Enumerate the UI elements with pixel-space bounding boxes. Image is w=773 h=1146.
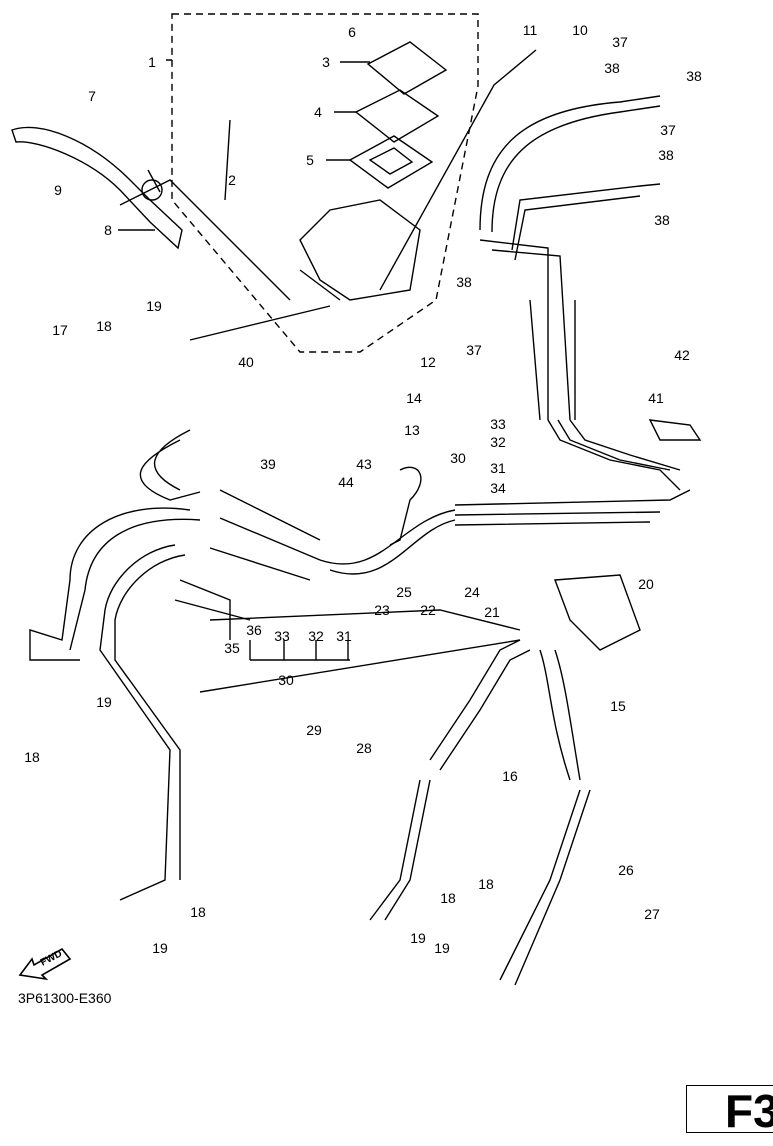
part-label: 1 xyxy=(148,54,156,70)
part-label: 21 xyxy=(484,604,500,620)
part-label: 30 xyxy=(450,450,466,466)
part-label: 30 xyxy=(278,672,294,688)
clamp-43 xyxy=(389,466,422,546)
part-label: 27 xyxy=(644,906,660,922)
brake-hose-left xyxy=(29,429,201,901)
part-label: 38 xyxy=(658,147,674,163)
part-label: 33 xyxy=(490,416,506,432)
part-label: 33 xyxy=(274,628,290,644)
part-label: 20 xyxy=(638,576,654,592)
fwd-arrow-icon: FWD xyxy=(18,945,74,986)
part-label: 22 xyxy=(420,602,436,618)
brake-lever xyxy=(11,126,183,250)
part-label: 38 xyxy=(604,60,620,76)
reservoir-cap xyxy=(366,41,448,95)
part-label: 36 xyxy=(246,622,262,638)
part-label: 19 xyxy=(410,930,426,946)
part-label: 17 xyxy=(52,322,68,338)
part-label: 15 xyxy=(610,698,626,714)
master-cylinder xyxy=(299,199,421,301)
part-label: 26 xyxy=(618,862,634,878)
part-label: 9 xyxy=(54,182,62,198)
part-label: 34 xyxy=(490,480,506,496)
bracket-20 xyxy=(554,574,641,651)
part-label: 14 xyxy=(406,390,422,406)
part-label: 28 xyxy=(356,740,372,756)
part-label: 37 xyxy=(466,342,482,358)
brake-pipes-left xyxy=(209,489,321,581)
part-label: 12 xyxy=(420,354,436,370)
part-label: 31 xyxy=(490,460,506,476)
part-label: 29 xyxy=(306,722,322,738)
part-label: 32 xyxy=(308,628,324,644)
part-label: 16 xyxy=(502,768,518,784)
brake-pipe-bundle xyxy=(454,419,691,526)
guide-lines-lower xyxy=(174,579,521,693)
assembly-dashed-outline xyxy=(171,13,479,353)
part-label: 13 xyxy=(404,422,420,438)
part-label: 6 xyxy=(348,24,356,40)
part-label: 44 xyxy=(338,474,354,490)
part-label: 19 xyxy=(96,694,112,710)
part-label: 38 xyxy=(456,274,472,290)
diagram-code: 3P61300-E360 xyxy=(18,990,112,1006)
diaphragm xyxy=(348,135,434,189)
part-label: 5 xyxy=(306,152,314,168)
part-label: 19 xyxy=(146,298,162,314)
part-label: 18 xyxy=(190,904,206,920)
part-label: 18 xyxy=(96,318,112,334)
part-label: 37 xyxy=(660,122,676,138)
part-label: 40 xyxy=(238,354,254,370)
part-label: 42 xyxy=(674,347,690,363)
part-label: 18 xyxy=(24,749,40,765)
part-label: 32 xyxy=(490,434,506,450)
part-label: 19 xyxy=(152,940,168,956)
part-label: 19 xyxy=(434,940,450,956)
part-label: 37 xyxy=(612,34,628,50)
diaphragm-plate xyxy=(354,89,440,143)
part-label: 24 xyxy=(464,584,480,600)
part-label: 10 xyxy=(572,22,588,38)
part-label: 3 xyxy=(322,54,330,70)
brake-hose-upper-right xyxy=(479,95,661,261)
page-section: F3 xyxy=(725,1085,773,1137)
part-label: 8 xyxy=(104,222,112,238)
part-label: 4 xyxy=(314,104,322,120)
part-label: 18 xyxy=(440,890,456,906)
part-label: 25 xyxy=(396,584,412,600)
clamp-41 xyxy=(648,419,702,441)
part-label: 23 xyxy=(374,602,390,618)
brake-hose-lower-right xyxy=(369,639,591,986)
part-label: 18 xyxy=(478,876,494,892)
part-label: 2 xyxy=(228,172,236,188)
part-label: 43 xyxy=(356,456,372,472)
part-label: 38 xyxy=(654,212,670,228)
page-section-box: F3 xyxy=(686,1085,773,1137)
part-label: 7 xyxy=(88,88,96,104)
part-label: 35 xyxy=(224,640,240,656)
part-label: 38 xyxy=(686,68,702,84)
part-label: 39 xyxy=(260,456,276,472)
part-label: 31 xyxy=(336,628,352,644)
part-label: 11 xyxy=(522,22,538,38)
part-label: 41 xyxy=(648,390,664,406)
